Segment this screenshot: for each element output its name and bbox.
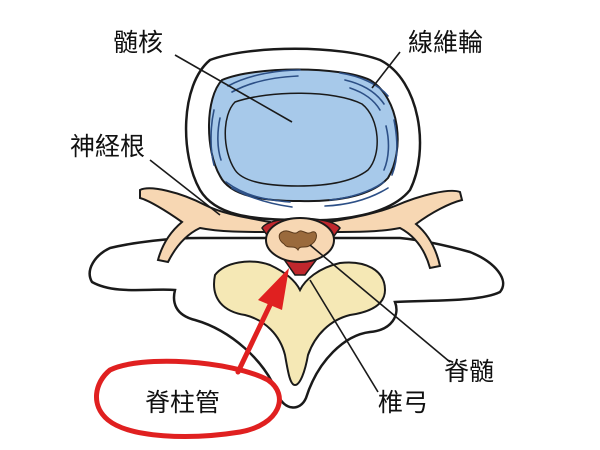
intervertebral-disc-shape: [184, 47, 422, 222]
label-nucleus-pulposus: 髄核: [113, 28, 163, 57]
leader-line-nerve-root: [149, 159, 221, 216]
label-vertebral-arch: 椎弓: [378, 388, 428, 417]
vertebral-arch-shape: [88, 236, 505, 409]
leader-line-vertebral-arch: [309, 279, 379, 393]
leader-line-spinal-cord: [309, 244, 451, 363]
leader-line-annulus: [371, 51, 401, 89]
label-spinal-canal: 脊柱管: [145, 388, 220, 417]
label-annulus-fibrosus: 線維輪: [408, 28, 483, 57]
label-nerve-root: 神経根: [70, 132, 145, 161]
nerve-root-shape: [139, 187, 464, 270]
red-arrow: [235, 268, 289, 375]
label-spinal-cord: 脊髄: [444, 357, 494, 386]
spinal-canal-highlight-circle: [93, 358, 282, 439]
leader-line-nucleus: [174, 54, 293, 123]
